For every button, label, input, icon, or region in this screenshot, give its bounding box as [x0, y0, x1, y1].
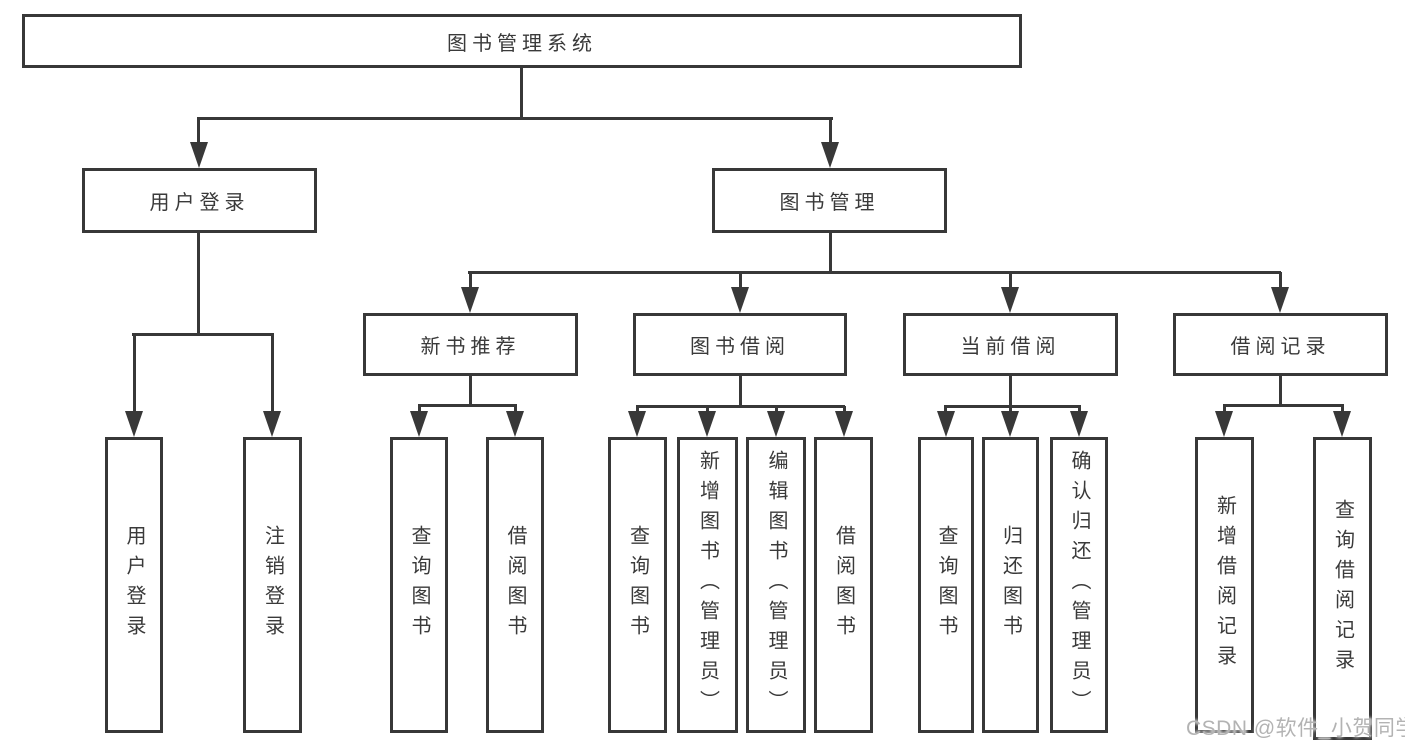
- connector-to-user-login: [197, 118, 200, 146]
- arrow-down-icon: [461, 287, 479, 313]
- arrow-down-icon: [263, 411, 281, 437]
- connector-user-login-bar: [132, 333, 274, 336]
- arrow-down-icon: [410, 411, 428, 437]
- arrow-down-icon: [731, 287, 749, 313]
- arrow-down-icon: [1001, 411, 1019, 437]
- node-new-book-recommendation: 新书推荐: [363, 313, 578, 376]
- leaf-query-borrow-record: 查询借阅记录: [1313, 437, 1372, 740]
- arrow-down-icon: [767, 411, 785, 437]
- arrow-down-icon: [698, 411, 716, 437]
- connector-borrow-records-stem: [1279, 374, 1282, 406]
- connector-borrow-records-bar: [1223, 404, 1344, 407]
- leaf-return-books: 归还图书: [982, 437, 1039, 733]
- arrow-down-icon: [1215, 411, 1233, 437]
- connector-user-login-stem: [197, 231, 200, 336]
- arrow-down-icon: [1001, 287, 1019, 313]
- connector-new-books-bar: [418, 404, 517, 407]
- leaf-borrow-books-2: 借阅图书: [814, 437, 873, 733]
- connector: [1279, 272, 1282, 292]
- arrow-down-icon: [1333, 411, 1351, 437]
- connector: [271, 335, 274, 414]
- node-book-management-system: 图书管理系统: [22, 14, 1022, 68]
- node-borrowing-records: 借阅记录: [1173, 313, 1388, 376]
- connector: [739, 272, 742, 292]
- connector: [706, 406, 709, 415]
- connector: [775, 406, 778, 415]
- arrow-down-icon: [125, 411, 143, 437]
- connector-book-management-stem: [829, 231, 832, 273]
- arrow-down-icon: [628, 411, 646, 437]
- arrow-down-icon: [1070, 411, 1088, 437]
- node-book-borrowing: 图书借阅: [633, 313, 847, 376]
- leaf-edit-book-admin: 编辑图书（管理员）: [746, 437, 806, 733]
- leaf-user-login: 用户登录: [105, 437, 163, 733]
- arrow-down-icon: [821, 142, 839, 168]
- connector-current-borrow-bar: [944, 405, 1081, 408]
- arrow-down-icon: [190, 142, 208, 168]
- connector-new-books-stem: [469, 374, 472, 406]
- arrow-down-icon: [506, 411, 524, 437]
- connector: [1078, 406, 1081, 415]
- node-book-management: 图书管理: [712, 168, 947, 233]
- connector: [1223, 405, 1226, 415]
- connector-book-management-bar: [468, 271, 1281, 274]
- leaf-query-books-1: 查询图书: [390, 437, 448, 733]
- connector-book-borrow-bar: [636, 405, 845, 408]
- connector-root-bar: [197, 117, 833, 120]
- arrow-down-icon: [1271, 287, 1289, 313]
- leaf-confirm-return-admin: 确认归还（管理员）: [1050, 437, 1108, 733]
- connector: [843, 406, 846, 415]
- connector: [514, 405, 517, 415]
- connector: [944, 406, 947, 415]
- connector: [636, 406, 639, 415]
- node-user-login: 用户登录: [82, 168, 317, 233]
- node-current-borrowing: 当前借阅: [903, 313, 1118, 376]
- leaf-add-borrow-record: 新增借阅记录: [1195, 437, 1254, 733]
- csdn-watermark: CSDN @软件_小贺同学: [1186, 717, 1405, 740]
- connector: [1341, 405, 1344, 415]
- leaf-query-books-2: 查询图书: [608, 437, 667, 733]
- leaf-logout: 注销登录: [243, 437, 302, 733]
- leaf-borrow-books-1: 借阅图书: [486, 437, 544, 733]
- connector: [1009, 272, 1012, 292]
- connector-root-stem: [520, 68, 523, 119]
- connector: [418, 405, 421, 415]
- connector-to-book-management: [829, 118, 832, 146]
- leaf-query-books-3: 查询图书: [918, 437, 974, 733]
- connector: [133, 335, 136, 414]
- leaf-add-book-admin: 新增图书（管理员）: [677, 437, 738, 733]
- connector-current-borrow-stem: [1009, 374, 1012, 407]
- connector: [1009, 406, 1012, 415]
- connector-book-borrow-stem: [739, 374, 742, 407]
- arrow-down-icon: [835, 411, 853, 437]
- arrow-down-icon: [937, 411, 955, 437]
- connector: [469, 272, 472, 292]
